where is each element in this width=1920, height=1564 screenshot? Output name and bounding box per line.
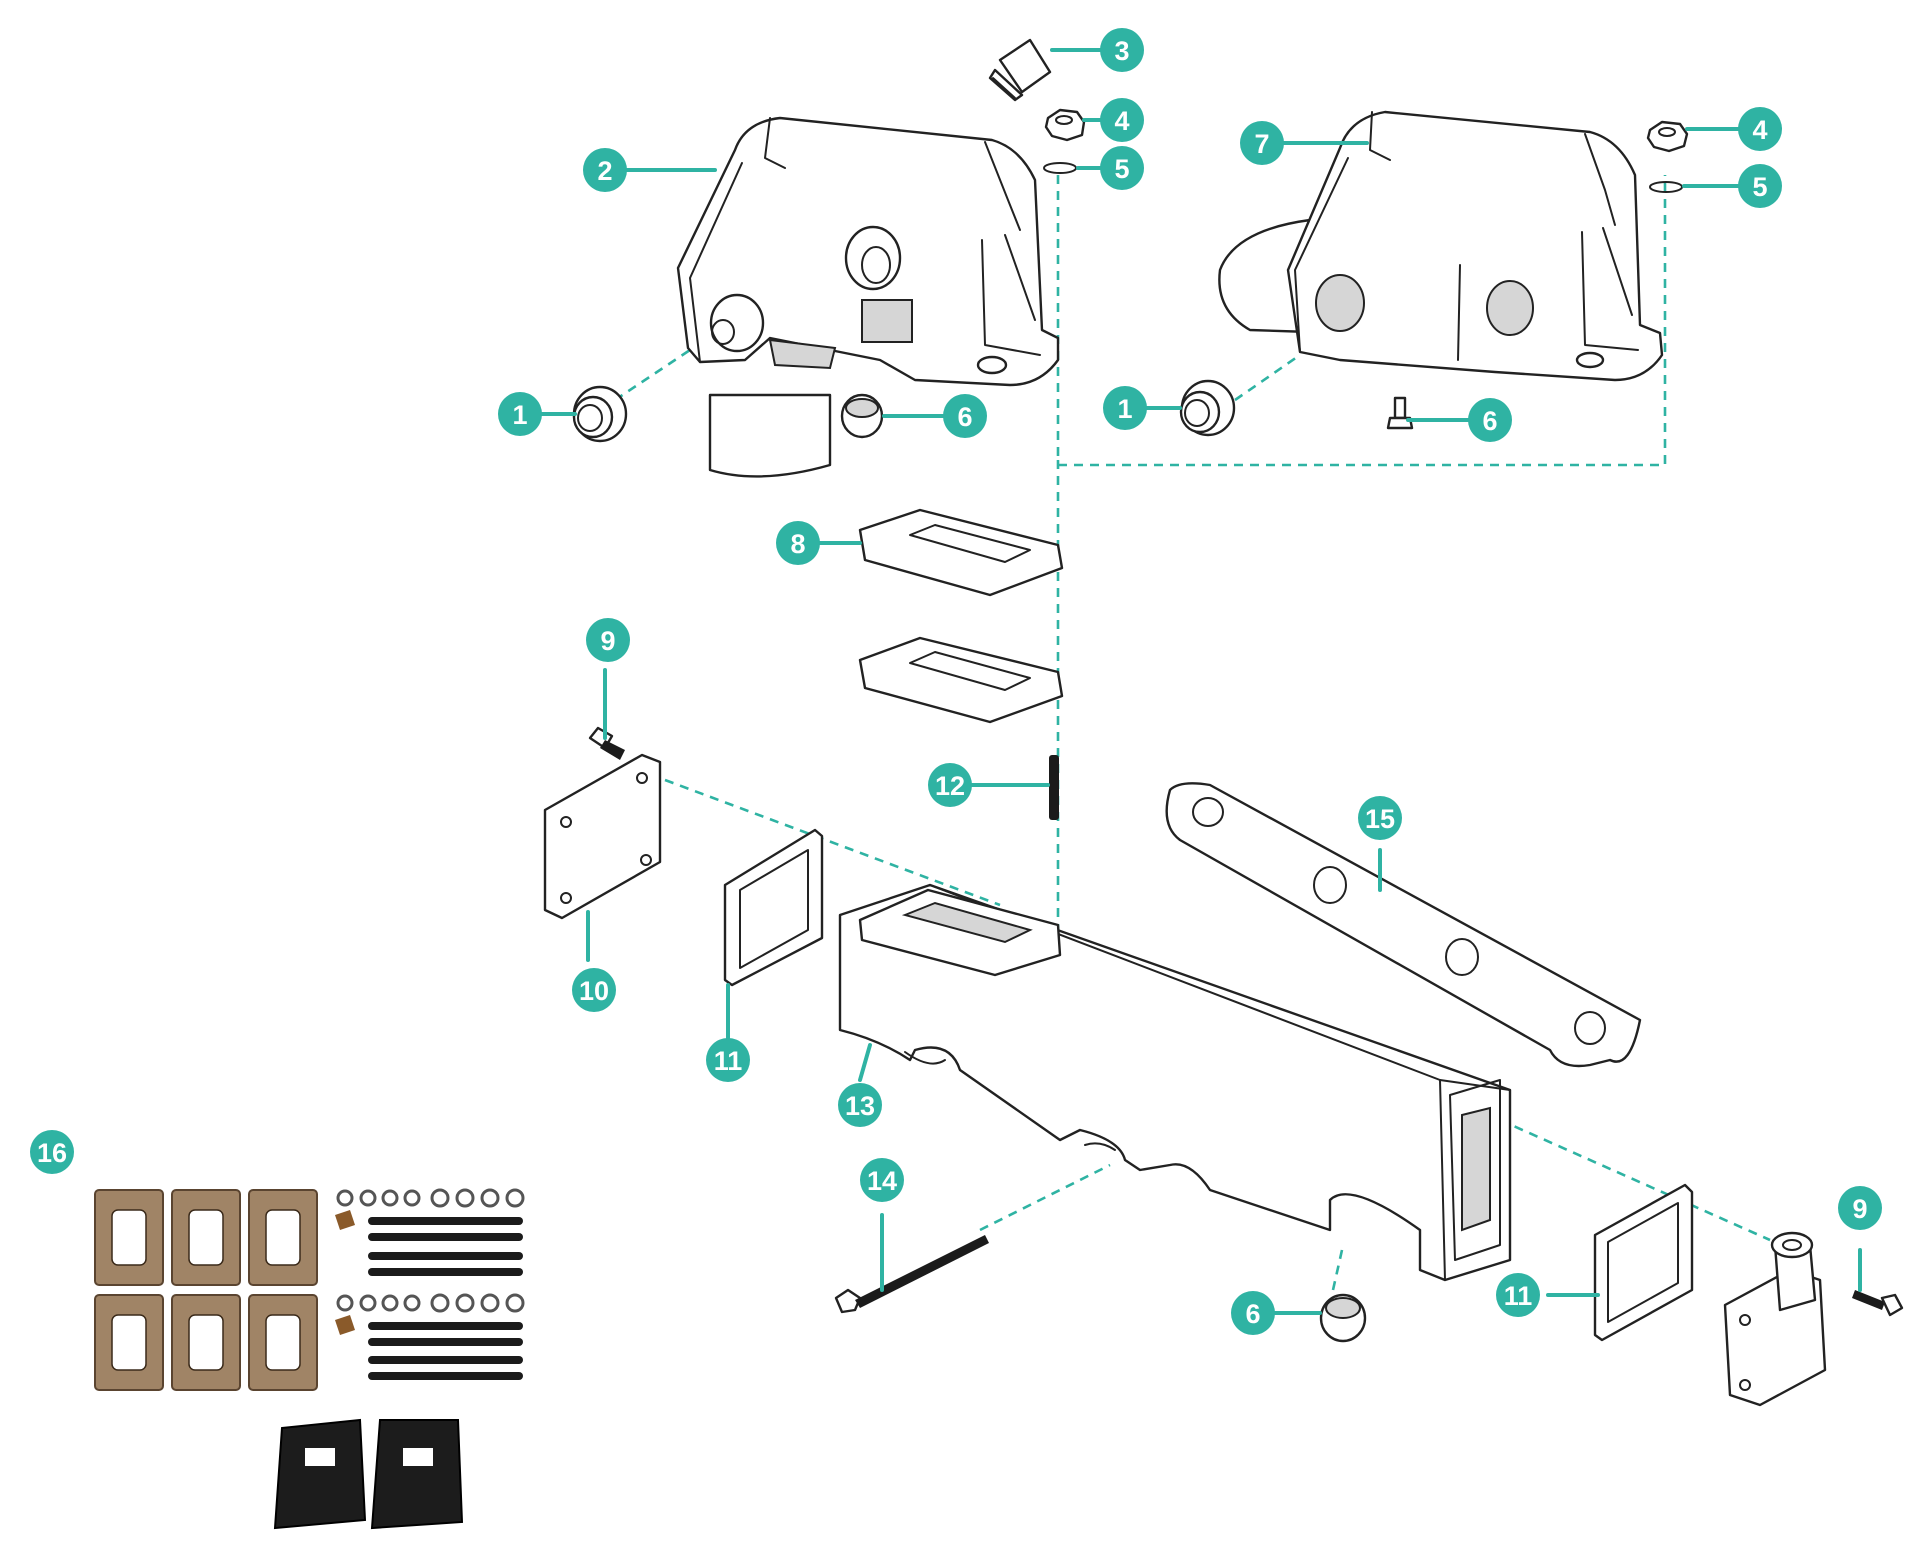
kit-spacer-blocks: [273, 1418, 464, 1530]
callout-8: 8: [776, 521, 820, 565]
callout-label: 9: [1852, 1194, 1867, 1224]
bolt-9-left: [588, 726, 625, 760]
callout-label: 3: [1114, 36, 1129, 66]
end-gasket-left: [723, 828, 824, 987]
callout-label: 1: [512, 400, 527, 430]
callout-7: 7: [1240, 121, 1284, 165]
nut-washer-left: [1043, 108, 1086, 174]
callout-4b: 4: [1738, 107, 1782, 151]
plug-right: [1179, 379, 1236, 437]
callout-label: 5: [1114, 154, 1129, 184]
callout-3: 3: [1100, 28, 1144, 72]
callout-2: 2: [583, 148, 627, 192]
elbow-outlet: [1723, 1231, 1827, 1407]
callout-label: 14: [867, 1166, 897, 1196]
stud-12: [1049, 755, 1059, 820]
callout-9a: 9: [586, 618, 630, 662]
gasket-upper: [858, 508, 1064, 597]
callout-1a: 1: [498, 392, 542, 436]
callout-label: 1: [1117, 394, 1132, 424]
callout-label: 2: [597, 156, 612, 186]
nut-washer-right: [1646, 120, 1689, 193]
callout-label: 11: [1504, 1281, 1533, 1311]
cover-plate: [543, 753, 662, 920]
gasket-lower: [858, 636, 1064, 724]
callout-1b: 1: [1103, 386, 1147, 430]
exhaust-elbow-left: [676, 116, 1060, 478]
kit-gasket-row-1: [94, 1189, 318, 1286]
callout-16: 16: [30, 1130, 74, 1174]
callout-9b: 9: [1838, 1186, 1882, 1230]
callout-label: 16: [37, 1138, 67, 1168]
exhaust-elbow-right: [1218, 110, 1664, 382]
hose-fitting: [988, 38, 1052, 102]
callout-label: 11: [714, 1046, 743, 1076]
callout-15: 15: [1358, 796, 1402, 840]
callout-label: 9: [600, 626, 615, 656]
callout-10: 10: [572, 968, 616, 1012]
callout-6c: 6: [1231, 1291, 1275, 1335]
callout-6a: 6: [943, 394, 987, 438]
gasket-kit: [94, 1188, 525, 1530]
callout-leaders: [518, 48, 1862, 1315]
cup-plug-left: [840, 393, 884, 439]
callout-14: 14: [860, 1158, 904, 1202]
callout-label: 6: [957, 402, 972, 432]
callout-11a: 11: [706, 1038, 750, 1082]
callout-5b: 5: [1738, 164, 1782, 208]
callout-label: 4: [1752, 115, 1767, 145]
callout-label: 8: [790, 529, 805, 559]
kit-gasket-row-2: [94, 1294, 318, 1391]
assembly-lines: [614, 175, 1771, 1291]
callout-label: 5: [1752, 172, 1767, 202]
callout-label: 6: [1245, 1299, 1260, 1329]
callout-label: 6: [1482, 406, 1497, 436]
long-bolt: [834, 1235, 989, 1314]
callout-label: 4: [1114, 106, 1129, 136]
bolt-small-right: [1386, 396, 1414, 430]
callout-11b: 11: [1496, 1273, 1540, 1317]
callout-12: 12: [928, 763, 972, 807]
callout-6b: 6: [1468, 398, 1512, 442]
callout-label: 10: [579, 976, 609, 1006]
callout-label: 12: [935, 771, 965, 801]
callout-13: 13: [838, 1083, 882, 1127]
cup-plug-bottom: [1319, 1293, 1367, 1343]
callout-label: 15: [1365, 804, 1395, 834]
end-gasket-right: [1593, 1183, 1694, 1342]
callout-5a: 5: [1100, 146, 1144, 190]
callout-label: 7: [1254, 129, 1269, 159]
kit-washers: [336, 1188, 525, 1313]
plug-left: [572, 385, 628, 443]
flange-gasket: [1165, 782, 1642, 1068]
callout-label: 13: [845, 1091, 875, 1121]
bolt-9-right: [1852, 1290, 1904, 1317]
callout-4a: 4: [1100, 98, 1144, 142]
kit-studs: [335, 1210, 523, 1380]
exhaust-manifold: [838, 883, 1512, 1282]
